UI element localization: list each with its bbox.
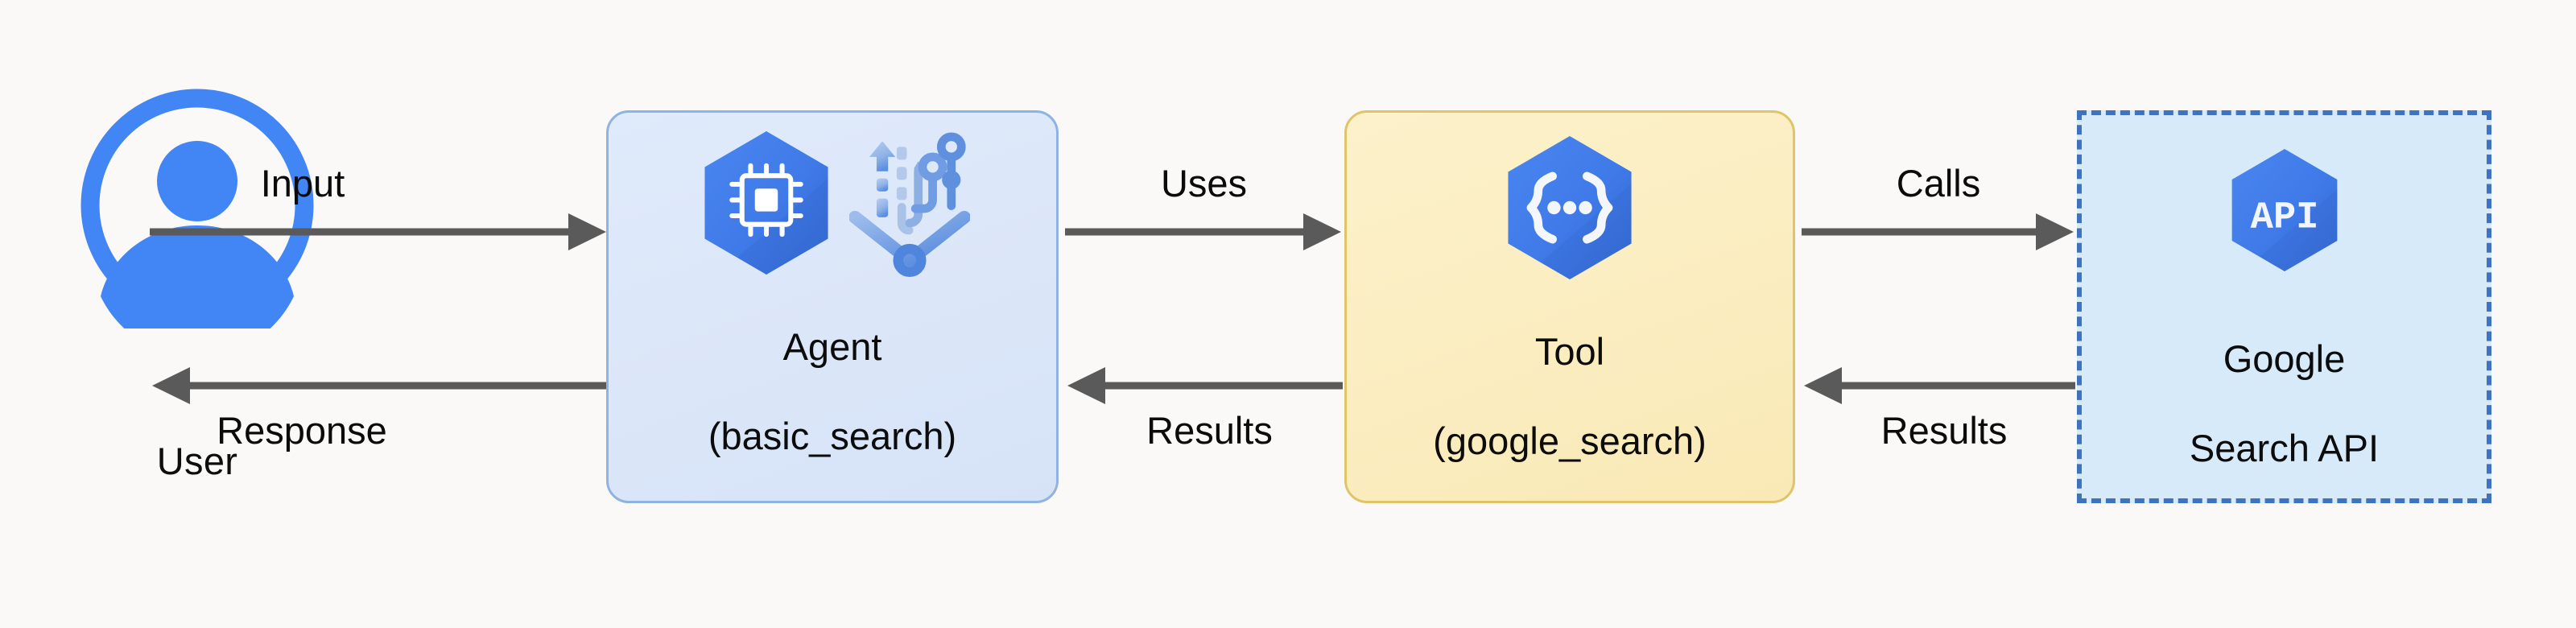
tool-caption: Tool (google_search)	[1433, 285, 1707, 464]
api-caption-line1: Google	[2223, 337, 2346, 381]
connector-agent-to-user	[150, 362, 609, 410]
google-search-api-node[interactable]: API Google Search API	[2077, 110, 2491, 503]
pipeline-flow-icon	[849, 132, 970, 277]
api-caption: Google Search API	[2190, 292, 2379, 471]
api-caption-line2: Search API	[2189, 427, 2380, 470]
connector-label-response: Response	[217, 409, 387, 452]
connector-tool-to-agent	[1065, 362, 1343, 410]
agent-icon-group	[695, 130, 970, 277]
connector-label-input: Input	[260, 162, 345, 205]
connector-api-to-tool	[1802, 362, 2075, 410]
connector-label-results-api: Results	[1880, 409, 2008, 452]
arrow-head-left	[1067, 367, 1105, 404]
agent-caption-line1: Agent	[782, 325, 882, 369]
user-label: User	[156, 440, 238, 482]
connector-agent-to-tool	[1065, 208, 1343, 256]
connector-label-results-tool: Results	[1146, 409, 1273, 452]
arrow-head-left	[152, 367, 190, 404]
tool-caption-line2: (google_search)	[1433, 419, 1707, 463]
agent-caption: Agent (basic_search)	[708, 280, 956, 459]
braces-hexagon-icon	[1508, 136, 1632, 279]
tool-icon-group	[1498, 135, 1641, 280]
arrow-head-right	[1303, 213, 1341, 250]
connector-tool-to-api	[1802, 208, 2075, 256]
api-hexagon-icon: API	[2231, 149, 2337, 271]
connector-user-to-agent	[150, 208, 609, 256]
agent-caption-line2: (basic_search)	[708, 415, 957, 458]
connector-label-uses: Uses	[1160, 162, 1248, 205]
tool-caption-line1: Tool	[1534, 330, 1605, 374]
agent-node[interactable]: Agent (basic_search)	[606, 110, 1059, 503]
arrow-head-right	[568, 213, 606, 250]
cpu-hexagon-icon	[704, 131, 828, 275]
connector-label-calls: Calls	[1896, 162, 1981, 205]
api-hexagon-text: API	[2250, 196, 2318, 239]
arrow-head-left	[1804, 367, 1842, 404]
user-node[interactable]	[74, 82, 320, 328]
api-icon-group: API	[2223, 143, 2346, 278]
tool-node[interactable]: Tool (google_search)	[1344, 110, 1795, 503]
user-avatar-icon	[80, 89, 314, 328]
arrow-head-right	[2036, 213, 2074, 250]
